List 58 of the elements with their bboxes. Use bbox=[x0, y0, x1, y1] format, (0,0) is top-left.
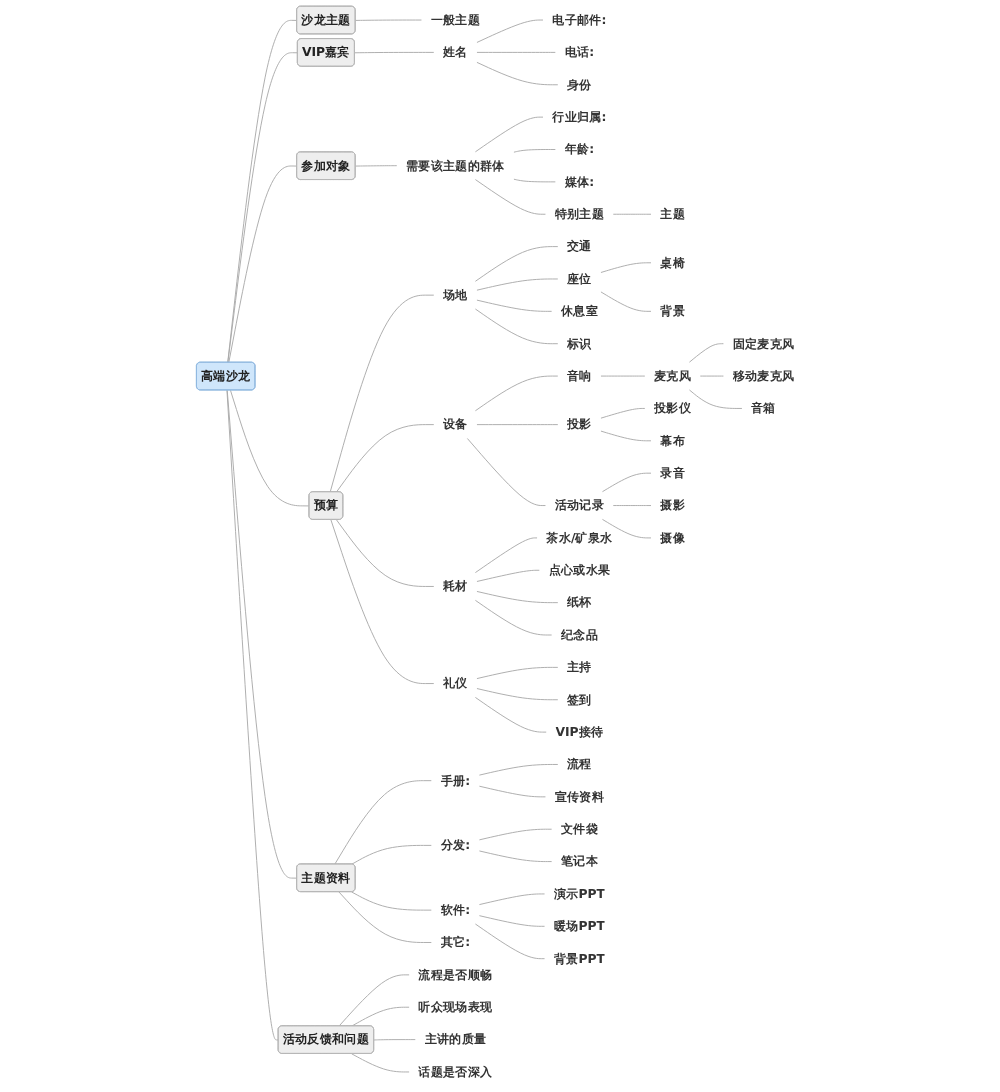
connector bbox=[600, 430, 652, 442]
connector bbox=[476, 569, 540, 582]
connector bbox=[474, 696, 547, 733]
connector bbox=[476, 591, 559, 604]
connector bbox=[351, 844, 432, 865]
connector bbox=[699, 375, 724, 377]
connector bbox=[476, 61, 559, 86]
connector bbox=[600, 375, 646, 377]
connector bbox=[474, 599, 553, 636]
connector bbox=[476, 278, 559, 291]
connector bbox=[330, 519, 435, 684]
connector bbox=[338, 974, 410, 1027]
connector bbox=[336, 519, 435, 587]
connector bbox=[600, 262, 652, 273]
connector bbox=[476, 299, 553, 312]
connector bbox=[474, 246, 559, 282]
connector bbox=[476, 688, 559, 701]
connector bbox=[476, 666, 559, 680]
connector bbox=[474, 179, 546, 215]
connector bbox=[474, 116, 544, 153]
connector bbox=[226, 389, 279, 1041]
connector bbox=[478, 828, 553, 841]
connector bbox=[329, 294, 435, 493]
connector bbox=[513, 178, 556, 183]
connector bbox=[602, 518, 652, 539]
connector bbox=[351, 1006, 410, 1027]
connector bbox=[478, 850, 553, 863]
connector bbox=[476, 51, 556, 53]
connector bbox=[474, 537, 538, 574]
connector bbox=[354, 51, 435, 54]
connector bbox=[228, 165, 298, 364]
connector bbox=[351, 1053, 410, 1073]
connector bbox=[336, 424, 435, 493]
connector bbox=[612, 505, 652, 506]
connector bbox=[600, 291, 652, 312]
connector bbox=[688, 343, 724, 363]
connector bbox=[478, 915, 545, 927]
connector bbox=[478, 785, 546, 798]
connector bbox=[612, 213, 652, 215]
connector bbox=[373, 1039, 416, 1041]
connector bbox=[478, 893, 545, 906]
connector bbox=[474, 923, 545, 960]
connector bbox=[466, 438, 546, 506]
connector bbox=[334, 780, 432, 865]
connector bbox=[688, 389, 743, 409]
connector bbox=[513, 149, 556, 153]
connector bbox=[474, 375, 559, 412]
connector bbox=[355, 165, 398, 167]
connector bbox=[476, 19, 544, 43]
connector bbox=[351, 891, 432, 911]
connector bbox=[230, 389, 310, 507]
connector bbox=[602, 472, 652, 493]
connector bbox=[474, 308, 559, 345]
connector bbox=[355, 19, 422, 21]
connector bbox=[476, 424, 559, 426]
connector bbox=[478, 764, 559, 776]
connector bbox=[600, 408, 646, 419]
connector bbox=[338, 891, 432, 943]
